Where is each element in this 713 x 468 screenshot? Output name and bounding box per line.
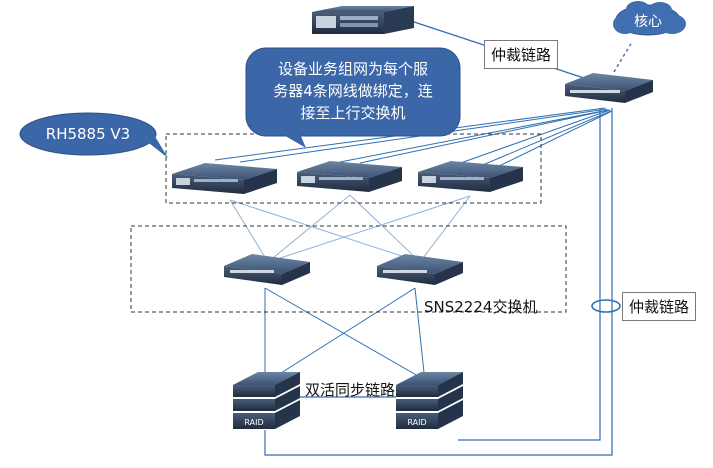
storage-link [414,287,426,383]
uplink [494,110,613,169]
server-3 [418,161,523,192]
server-model-label: RH5885 V3 [45,125,131,143]
uplink [454,109,611,166]
core-link [613,41,633,73]
raid-left-label: RAID [244,418,263,427]
mesh-link [267,195,471,263]
aggregation-switch [565,73,653,103]
callout-line-2: 务器4条网线做绑定，连 [273,82,433,100]
storage-link [269,287,416,381]
mesh-link [229,199,269,263]
mesh-link [349,194,421,263]
callout-line-3: 接至上行交换机 [300,104,406,122]
raid-storage-left: RAID [233,372,300,429]
core-cloud: 核心 [613,1,686,36]
switch-group-box [130,225,567,313]
server-group-box [165,133,542,204]
raid-right-label: RAID [407,418,426,427]
arbitration-link-right-outer [264,108,613,456]
switch-model-label: SNS2224交换机 [424,298,538,316]
access-switch-right [377,254,463,285]
core-label: 核心 [634,14,662,30]
links [214,19,633,456]
storage-link [264,287,426,381]
arbitration-link-right [458,108,601,441]
mesh-link [267,194,351,263]
link-ring-icon [591,299,621,313]
uplink [359,109,610,164]
arbitration-label-right: 仲裁链路 [622,292,697,321]
callout-bonding-text: 设备业务组网为每个服 务器4条网线做绑定，连 接至上行交换机 [250,58,456,124]
callout-bonding-note [245,47,461,148]
server-2 [297,161,402,192]
sync-link-label: 双活同步链路 [305,381,396,399]
mesh-link [229,199,421,263]
callout-server-model [19,112,168,158]
arbitration-server [312,6,414,34]
mesh-link [419,195,471,263]
server-1 [172,163,277,194]
callout-line-1: 设备业务组网为每个服 [277,60,428,78]
uplink [477,110,612,168]
raid-storage-right: RAID [396,372,463,429]
uplink [339,109,609,163]
access-switch-left [224,254,310,285]
arbitration-label-top: 仲裁链路 [484,40,559,69]
